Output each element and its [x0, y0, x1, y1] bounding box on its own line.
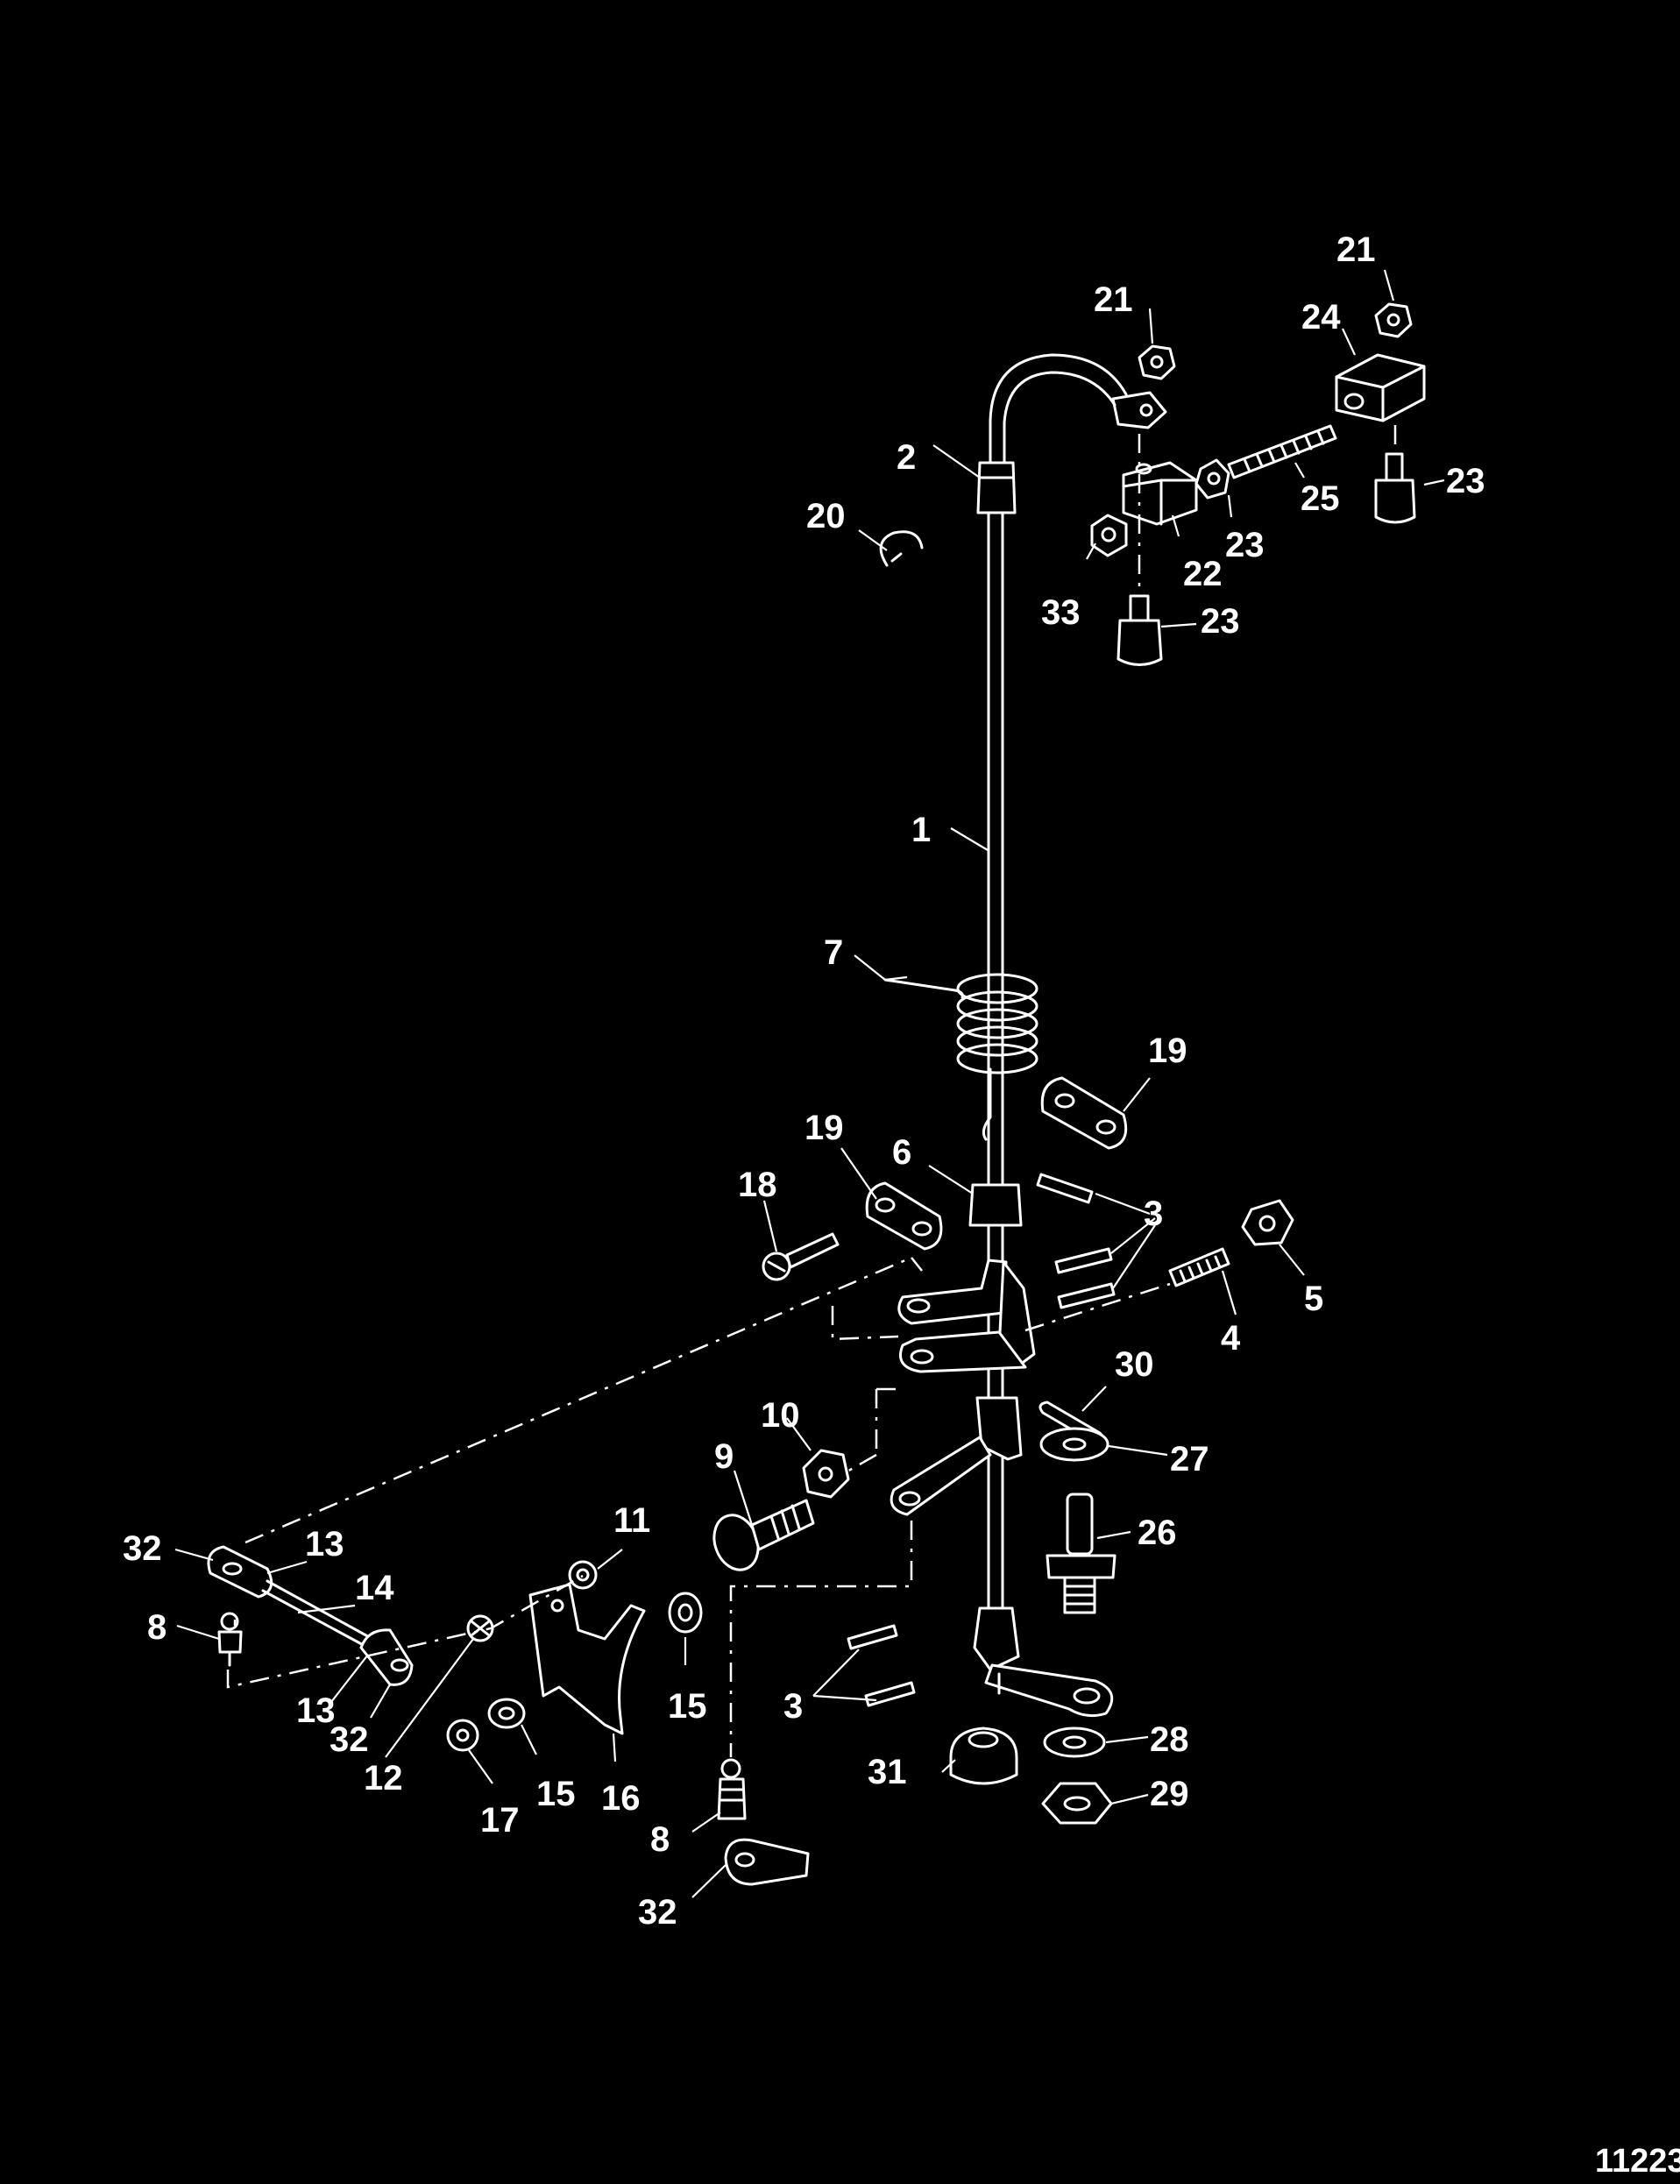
e-clip-part — [879, 530, 924, 567]
callout-17: 17 — [480, 1801, 520, 1840]
callout-18: 18 — [738, 1166, 777, 1204]
clamp-plate-right-part — [1040, 1076, 1128, 1150]
nut-29-part — [1041, 1782, 1113, 1825]
fitting-23-upper-part — [1374, 452, 1416, 524]
nut-5-part — [1241, 1199, 1294, 1246]
callout-2: 2 — [897, 438, 916, 477]
callout-30: 30 — [1115, 1345, 1154, 1384]
washer-28-upper-part — [1039, 1427, 1109, 1462]
callout-3-lower: 3 — [783, 1687, 803, 1726]
bolt-9-part — [712, 1499, 815, 1571]
callout-32-top: 32 — [123, 1529, 162, 1568]
callout-23-upper: 23 — [1446, 462, 1485, 500]
clamp-plate-left-part — [865, 1181, 943, 1251]
callout-8-left: 8 — [147, 1608, 167, 1647]
socket-32-lower-part — [724, 1838, 810, 1886]
callout-13-bottom: 13 — [296, 1691, 336, 1730]
washer-15-lower-part — [487, 1698, 526, 1729]
callout-3-upper: 3 — [1144, 1195, 1163, 1233]
callout-24: 24 — [1301, 298, 1341, 337]
torsion-spring-part — [883, 973, 1038, 1141]
assembly-lines — [226, 425, 1397, 1757]
middle-lever-part — [890, 1396, 1023, 1516]
callout-28-lower: 28 — [1150, 1720, 1189, 1759]
threaded-rod-part — [1227, 424, 1337, 479]
lower-collar-part — [968, 1183, 1023, 1227]
callout-5: 5 — [1304, 1280, 1323, 1318]
callout-14: 14 — [355, 1569, 394, 1607]
threaded-stud-part — [1168, 1247, 1230, 1287]
nut-26-part — [1194, 458, 1230, 500]
callout-9: 9 — [714, 1437, 734, 1476]
callout-7: 7 — [824, 933, 843, 972]
callout-26: 23 — [1225, 526, 1265, 564]
nut-21-right-part — [1374, 302, 1413, 338]
callout-29: 29 — [1150, 1775, 1189, 1813]
callout-13-top: 13 — [305, 1525, 344, 1564]
callout-32-lower: 32 — [638, 1893, 677, 1932]
grommet-part — [949, 1727, 1018, 1785]
callout-6: 6 — [892, 1133, 911, 1172]
callout-11: 11 — [613, 1501, 650, 1540]
screw-18-part — [762, 1232, 840, 1281]
lever-block-part — [1122, 461, 1198, 526]
callout-21-left: 21 — [1094, 280, 1133, 319]
callout-25: 25 — [1301, 479, 1340, 518]
bracket-16-part — [528, 1583, 646, 1735]
nut-17-part — [446, 1719, 479, 1752]
callout-19-left: 19 — [805, 1109, 844, 1147]
washer-15-upper-part — [668, 1592, 703, 1634]
callout-19-right: 19 — [1148, 1032, 1187, 1070]
callout-15-right: 15 — [668, 1687, 707, 1726]
bottom-lever-part — [973, 1606, 1114, 1718]
callout-33: 33 — [1041, 593, 1081, 632]
callout-28-upper: 27 — [1170, 1440, 1209, 1478]
callout-23-lower: 23 — [1201, 602, 1240, 641]
callout-4: 4 — [1221, 1319, 1241, 1358]
link-rod-part — [207, 1545, 414, 1686]
collar-part — [976, 461, 1017, 514]
callout-31: 31 — [868, 1753, 907, 1791]
nut-21-left-part — [1138, 344, 1176, 380]
nut-10-part — [802, 1449, 850, 1499]
shoulder-bolt-part — [1046, 1493, 1116, 1614]
callout-32-middle: 32 — [330, 1720, 369, 1759]
callout-8-lower: 8 — [650, 1820, 670, 1859]
washer-28-lower-part — [1043, 1727, 1106, 1758]
callout-16: 16 — [601, 1779, 641, 1818]
callout-27: 26 — [1138, 1514, 1177, 1552]
callout-15-left: 15 — [536, 1775, 576, 1813]
pins-part — [847, 1173, 1116, 1707]
ball-stud-8-upper-part — [217, 1612, 243, 1667]
callout-labels: 2 20 1 7 19 19 6 18 3 4 5 30 27 26 10 9 … — [123, 230, 1485, 1932]
leader-lines — [174, 269, 1445, 1898]
nut-11-part — [568, 1560, 598, 1590]
callout-22: 22 — [1183, 555, 1223, 593]
callout-12: 12 — [364, 1759, 403, 1798]
figure-number: 11223 — [1595, 2143, 1680, 2180]
callout-21-right: 21 — [1336, 230, 1376, 269]
callout-10: 10 — [761, 1396, 800, 1435]
callout-1: 1 — [911, 811, 931, 849]
upper-lever-bracket-part — [897, 1259, 1036, 1373]
block-24-part — [1335, 353, 1426, 422]
ball-stud-8-lower-part — [717, 1758, 747, 1820]
fitting-23-lower-part — [1116, 594, 1163, 666]
callout-20: 20 — [806, 497, 846, 535]
nut-33-part — [1090, 514, 1128, 557]
bracket-16-hole — [550, 1599, 564, 1613]
